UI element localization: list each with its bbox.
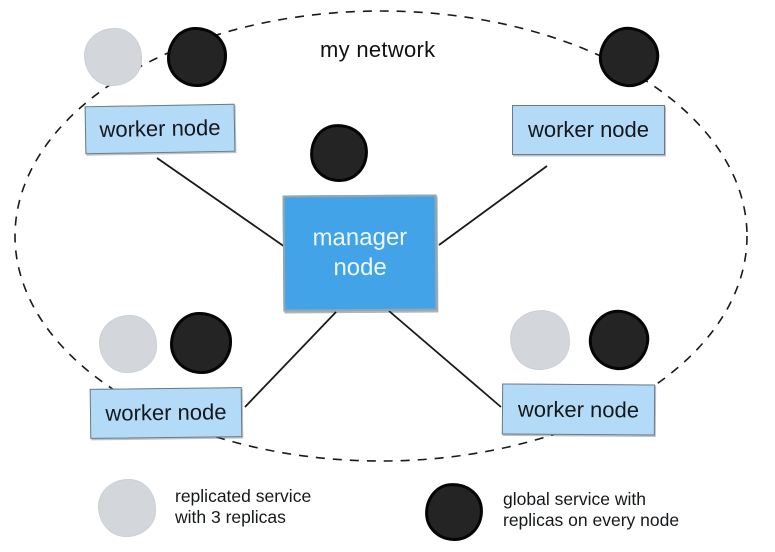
worker-node-label: worker node [527, 117, 650, 142]
worker-node-label: worker node [99, 114, 221, 143]
legend-global-label: global service with replicas on every no… [503, 489, 680, 531]
replicated-service-circle [84, 28, 142, 86]
legend-replicated-service-circle [98, 479, 156, 537]
worker-node-label: worker node [517, 396, 640, 422]
manager-node-box: manager node [282, 194, 438, 312]
global-service-circle [167, 27, 227, 87]
connection-line-manager-to-bottom-right-worker [388, 310, 502, 408]
connection-line-manager-to-top-right-worker [438, 165, 548, 246]
network-boundary-ellipse [14, 10, 748, 462]
worker-node-label: worker node [105, 399, 227, 426]
worker-node-box-bottom-right: worker node [501, 383, 656, 436]
connection-line-manager-to-top-left-worker [156, 157, 286, 248]
connection-line-manager-to-bottom-left-worker [244, 311, 337, 408]
manager-node-label: manager node [312, 223, 408, 282]
worker-node-box-top-right: worker node [512, 105, 665, 155]
global-service-circle [170, 312, 232, 374]
network-label: my network [320, 37, 436, 62]
replicated-service-circle [99, 315, 157, 373]
worker-node-box-top-left: worker node [84, 103, 236, 155]
worker-node-box-bottom-left: worker node [89, 387, 243, 439]
legend-replicated-label: replicated service with 3 replicas [175, 486, 312, 528]
